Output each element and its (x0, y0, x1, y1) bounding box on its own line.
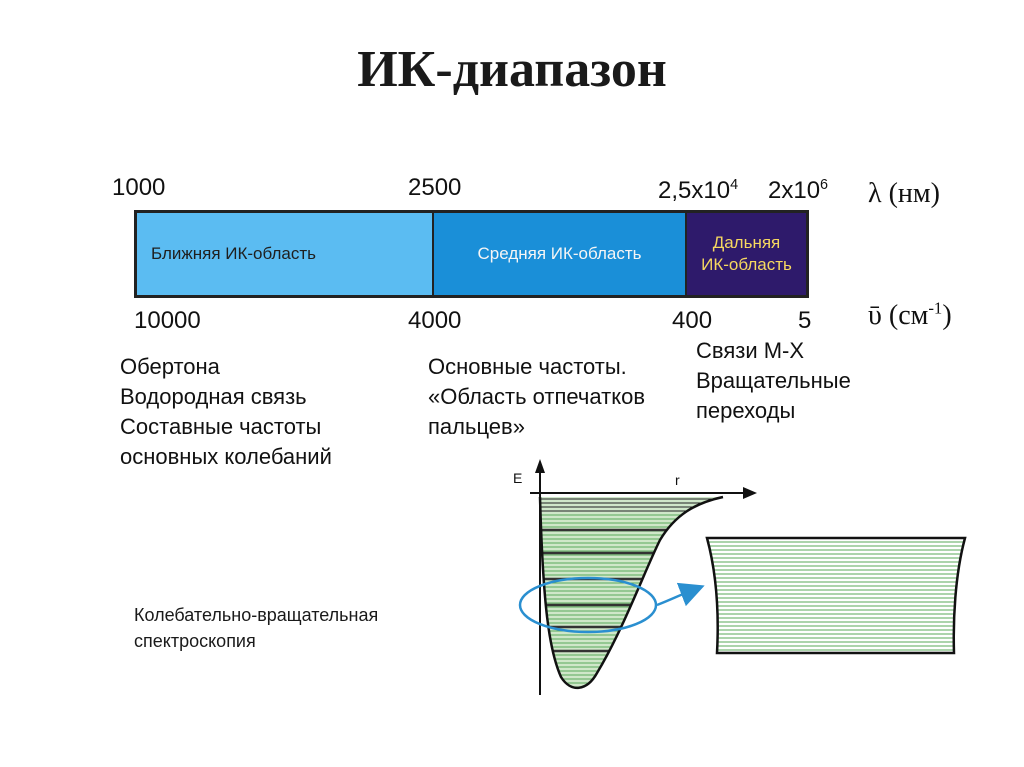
energy-axis-label: E (513, 470, 522, 486)
wavenumber-tick-10000: 10000 (134, 307, 201, 334)
band-mid-label: Средняя ИК-область (477, 244, 642, 263)
wavelength-unit: λ (нм) (868, 178, 940, 209)
diagram-caption: Колебательно-вращательная спектроскопия (134, 605, 379, 651)
page-title: ИК-диапазон (357, 41, 667, 98)
band-near-label: Ближняя ИК-область (151, 244, 317, 263)
mid-ir-description: Основные частоты. «Область отпечатков па… (428, 354, 646, 439)
wavenumber-tick-400: 400 (672, 307, 713, 334)
wavenumber-unit: ῡ (см-1) (868, 298, 952, 331)
band-far-label-line2: ИК-область (701, 255, 792, 274)
rotational-levels (707, 538, 965, 653)
zoom-arrow-icon (656, 582, 705, 607)
far-ir-description: Связи М-Х Вращательные переходы (696, 338, 851, 423)
potential-energy-diagram: E r (513, 459, 967, 695)
rotational-levels-box (705, 536, 967, 655)
wavelength-tick-2.5e4: 2,5x104 (658, 177, 739, 204)
distance-axis-label: r (675, 472, 680, 488)
band-mid-ir: Средняя ИК-область (434, 210, 687, 298)
distance-axis-arrow-icon (743, 487, 757, 499)
energy-axis-arrow-icon (535, 459, 545, 473)
near-ir-description: Обертона Водородная связь Составные част… (120, 354, 332, 469)
wavenumber-tick-5: 5 (798, 307, 812, 334)
band-far-label-line1: Дальняя (712, 233, 781, 252)
wavelength-tick-1000: 1000 (112, 174, 166, 201)
wavelength-tick-2500: 2500 (408, 174, 462, 201)
wavenumber-tick-4000: 4000 (408, 307, 462, 334)
wavelength-tick-2e6: 2x106 (768, 177, 829, 204)
band-near-ir: Ближняя ИК-область (134, 210, 434, 298)
band-far-ir: Дальняя ИК-область (687, 210, 809, 298)
highlight-ellipse (518, 576, 658, 634)
